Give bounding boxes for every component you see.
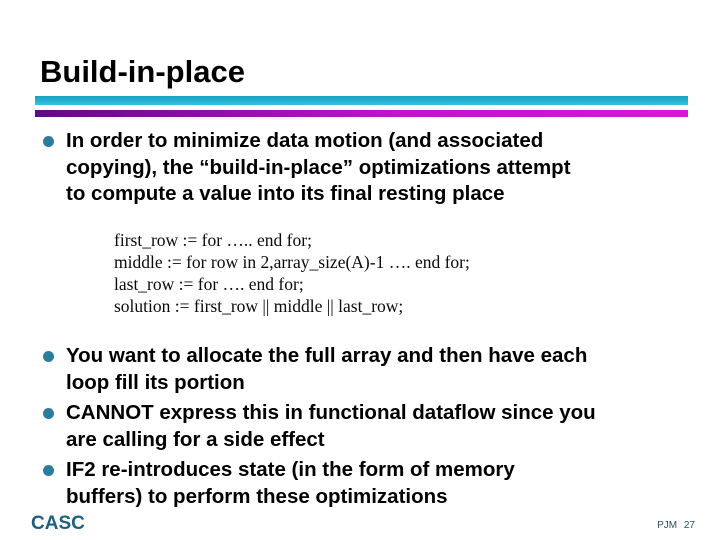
list-item: IF2 re-introduces state (in the form of … — [43, 457, 703, 510]
bullet-list: You want to allocate the full array and … — [43, 343, 703, 510]
code-line: solution := first_row || middle || last_… — [114, 296, 404, 316]
bullet-text: In order to minimize data motion (and as… — [66, 129, 571, 205]
bullet-icon — [43, 408, 54, 419]
bullet-icon — [43, 465, 54, 476]
bullet-text: CANNOT express this in functional datafl… — [66, 401, 596, 451]
bullet-text: IF2 re-introduces state (in the form of … — [66, 458, 515, 508]
bullet-icon — [43, 136, 54, 147]
list-item: You want to allocate the full array and … — [43, 343, 703, 396]
list-item: CANNOT express this in functional datafl… — [43, 400, 703, 453]
list-item: In order to minimize data motion (and as… — [43, 128, 693, 208]
footer-logo: CASC — [31, 513, 85, 534]
divider-bar-magenta — [35, 110, 688, 117]
code-block: first_row := for ….. end for; middle := … — [114, 229, 470, 317]
bullet-text: You want to allocate the full array and … — [66, 344, 588, 394]
divider-bar-cyan — [35, 96, 688, 105]
intro-bullet-list: In order to minimize data motion (and as… — [43, 128, 693, 208]
slide-title: Build-in-place — [40, 54, 245, 89]
page-number: PJM 27 — [657, 520, 695, 531]
code-line: last_row := for …. end for; — [114, 274, 304, 294]
code-line: first_row := for ….. end for; — [114, 230, 312, 250]
code-line: middle := for row in 2,array_size(A)-1 …… — [114, 252, 470, 272]
bullet-icon — [43, 351, 54, 362]
